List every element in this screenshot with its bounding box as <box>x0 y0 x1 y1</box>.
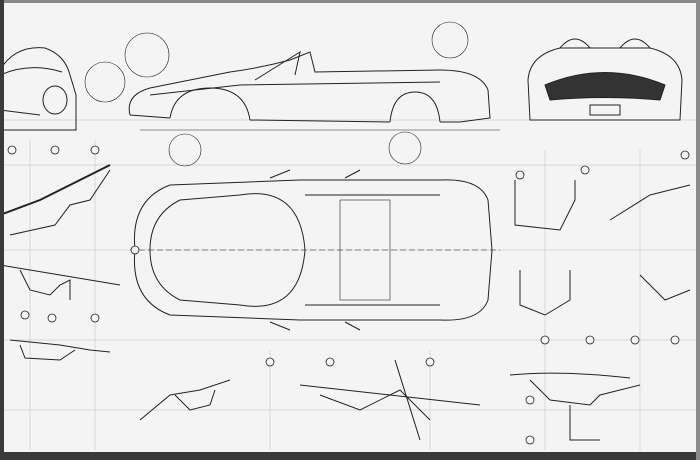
rear-view <box>527 38 683 121</box>
front-view <box>0 47 77 131</box>
side-view <box>84 21 500 167</box>
top-view <box>130 169 500 331</box>
section-drawings <box>0 164 691 441</box>
grid-balloons <box>7 145 690 445</box>
